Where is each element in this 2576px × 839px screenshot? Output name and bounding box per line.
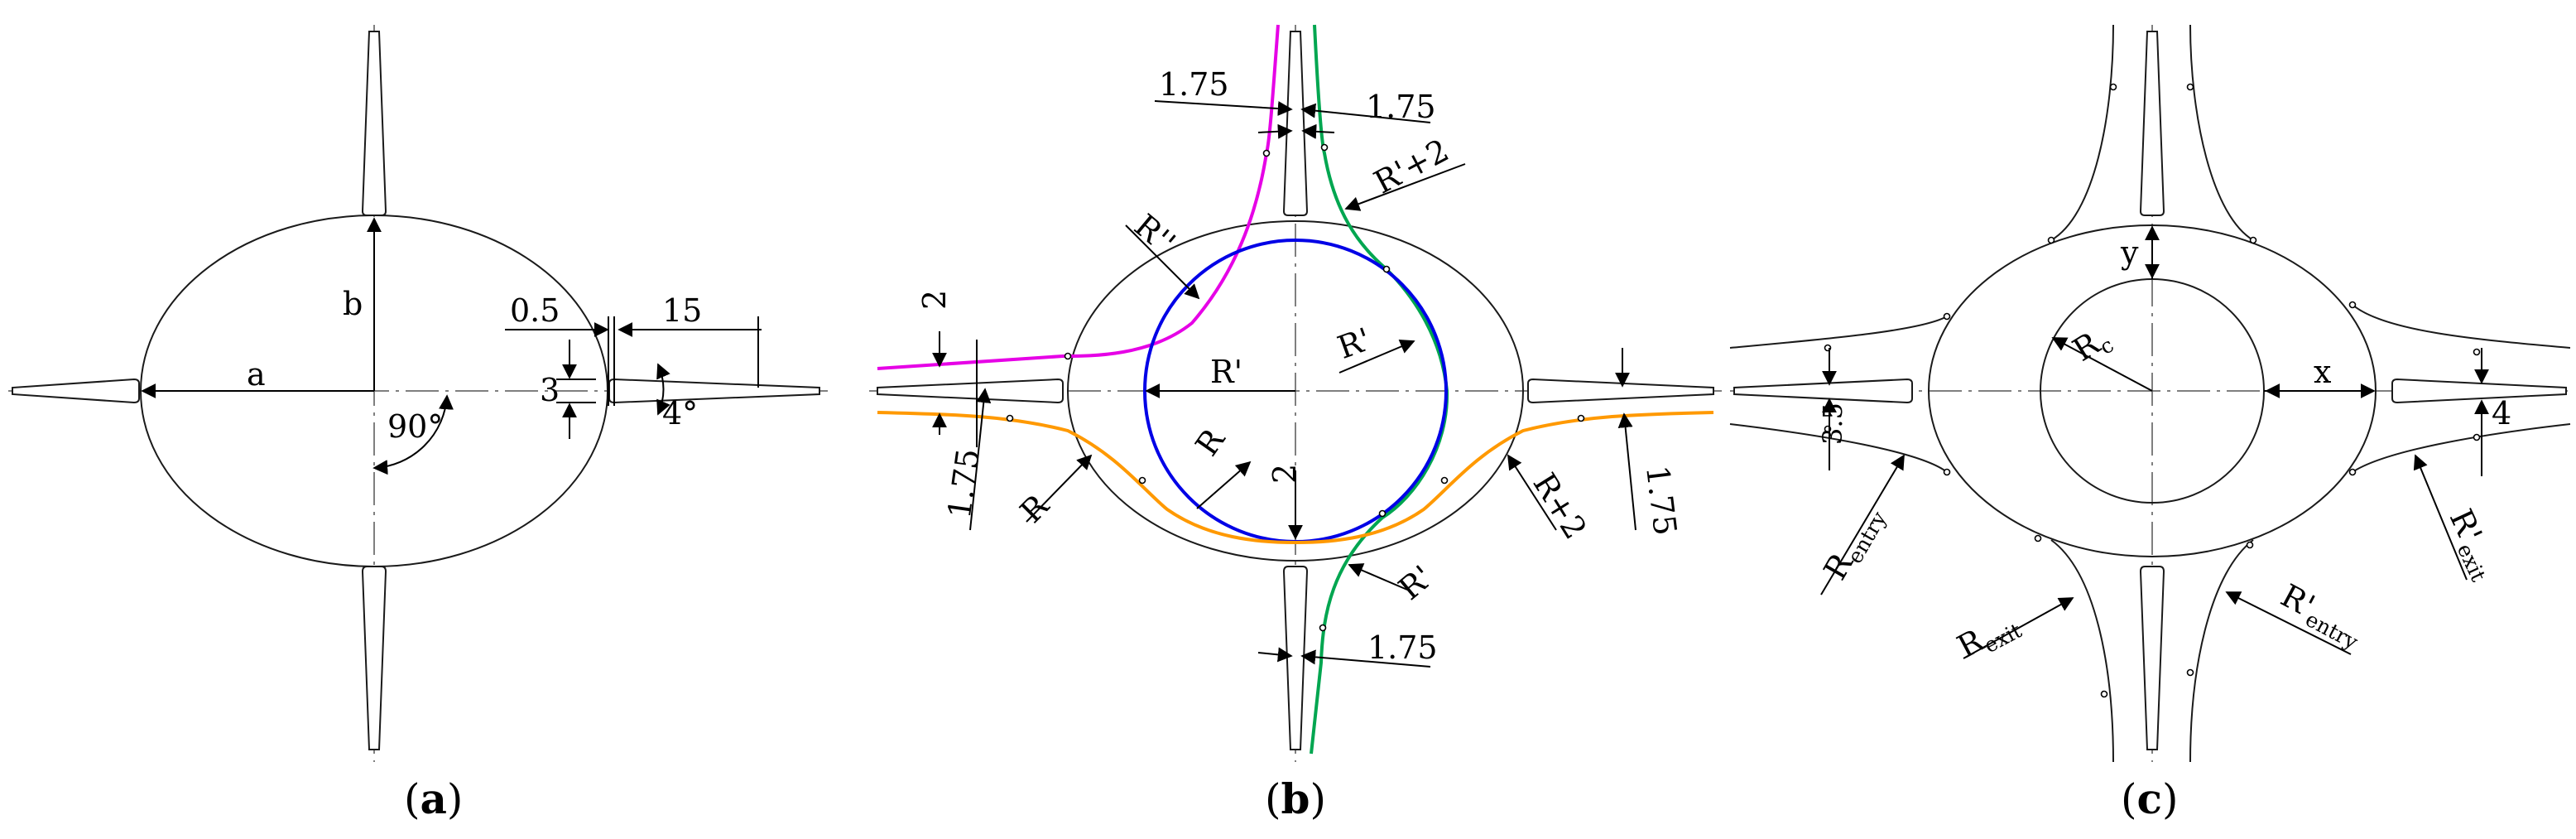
label-x: x xyxy=(2314,354,2331,390)
label-r-prime-plus-2: R'+2 xyxy=(1368,132,1455,200)
panel-b: 1.75 1.75 R'+2 R'' R' R' R 2 2 1.75 R R+… xyxy=(869,24,1722,823)
panel-b-points xyxy=(1006,143,1585,632)
label-r-double-prime: R'' xyxy=(1127,207,1182,262)
dim-3-5: 3.5 xyxy=(1817,403,1848,445)
dim-4: 4 xyxy=(2492,395,2511,432)
orange-path xyxy=(877,411,1714,545)
label-r-prime-bottom: R' xyxy=(1391,558,1439,607)
panel-a-caption: (a) xyxy=(404,774,463,823)
label-a: a xyxy=(247,356,266,393)
panel-a-islands xyxy=(12,31,820,750)
label-r-prime-axis: R' xyxy=(1210,354,1242,390)
label-r-c: Rc xyxy=(2066,319,2117,372)
label-r-prime-entry: R'entry xyxy=(2273,577,2370,654)
label-r-exit: Rexit xyxy=(1951,604,2026,669)
panel-c-approach-curves xyxy=(1729,24,2571,763)
label-r-plus-2: R+2 xyxy=(1526,466,1593,545)
panel-c-dimensions xyxy=(1820,225,2489,659)
dim-1-75-left: 1.75 xyxy=(941,446,987,521)
dim-2-left: 2 xyxy=(916,290,953,310)
dim-1-75-top-right: 1.75 xyxy=(1366,89,1436,125)
label-r-left: R xyxy=(1013,487,1056,530)
panel-b-dimensions xyxy=(932,100,1636,668)
angle-90-label: 90° xyxy=(387,408,443,445)
dim-2-center: 2 xyxy=(1266,464,1303,484)
dim-1-75-bottom: 1.75 xyxy=(1367,629,1438,666)
panel-b-islands xyxy=(877,31,1714,750)
label-r-entry: Rentry xyxy=(1817,499,1892,588)
dim-0-5-label: 0.5 xyxy=(510,292,560,329)
label-r-prime-exit: R'exit xyxy=(2439,504,2506,586)
angle-4-label: 4° xyxy=(662,395,698,432)
panel-b-caption: (b) xyxy=(1265,774,1326,823)
dim-1-75-right: 1.75 xyxy=(1639,463,1684,537)
panel-a-dimensions xyxy=(141,217,762,475)
panel-c-caption: (c) xyxy=(2121,774,2178,823)
dim-15-label: 15 xyxy=(662,292,702,329)
panel-b-ring xyxy=(1067,220,1524,562)
label-y: y xyxy=(2120,234,2139,271)
panel-a: a b 90° 0.5 15 3 4° (a) xyxy=(8,25,828,823)
label-r-inner: R xyxy=(1189,422,1233,463)
label-b: b xyxy=(343,286,363,322)
dim-3-label: 3 xyxy=(540,372,560,408)
panel-c-islands xyxy=(1733,31,2567,750)
panel-c-ring xyxy=(1928,224,2377,557)
panel-c: y x Rc 3.5 4 Rentry Rexit R'entry R'exit… xyxy=(1729,24,2571,823)
dim-1-75-top-left: 1.75 xyxy=(1159,66,1229,103)
panel-a-labels: a b 90° 0.5 15 3 4° xyxy=(247,286,702,445)
